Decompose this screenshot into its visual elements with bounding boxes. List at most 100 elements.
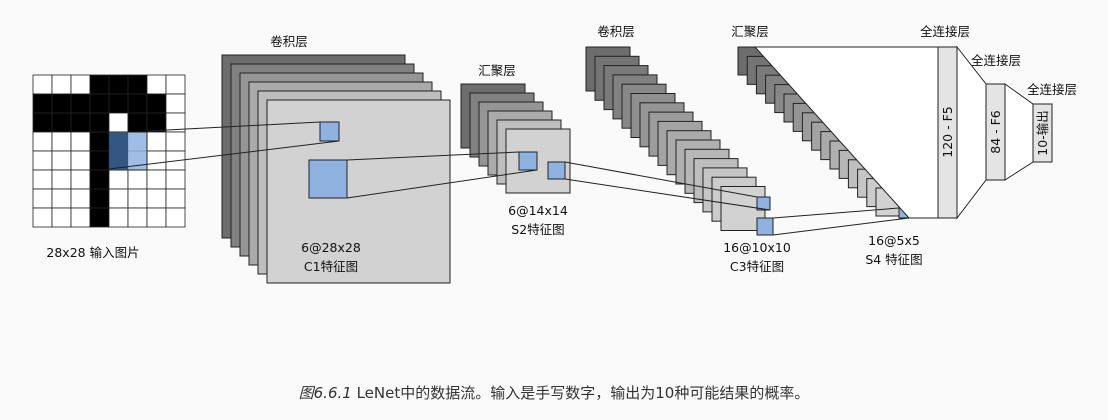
c1-name-label: C1特征图	[304, 259, 358, 274]
input-image-grid	[32, 74, 186, 228]
input-pixel-off	[70, 169, 91, 190]
input-pixel-on	[89, 93, 110, 114]
input-pixel-off	[32, 150, 53, 171]
input-pixel-off	[70, 74, 91, 95]
input-pixel-on	[32, 93, 53, 114]
input-pixel-on	[32, 112, 53, 133]
input-pixel-off	[70, 188, 91, 209]
input-pixel-on	[127, 112, 148, 133]
input-pixel-off	[32, 131, 53, 152]
input-pixel-on	[51, 93, 72, 114]
input-pixel-off	[51, 207, 72, 228]
input-pixel-off	[146, 169, 167, 190]
input-pixel-on	[108, 93, 129, 114]
input-pixel-off	[70, 207, 91, 228]
fc3-title: 全连接层	[1027, 82, 1077, 97]
input-pixel-on	[108, 74, 129, 95]
input-pixel-off	[70, 131, 91, 152]
fc-funnel-1	[753, 46, 939, 219]
input-pixel-off	[165, 169, 186, 190]
input-pixel-off	[108, 207, 129, 228]
input-pixel-on	[70, 112, 91, 133]
fc1-title: 全连接层	[920, 24, 970, 39]
input-pixel-off	[165, 131, 186, 152]
caption-text: LeNet中的数据流。输入是手写数字，输出为10种可能结果的概率。	[356, 384, 810, 402]
input-pixel-off	[165, 74, 186, 95]
input-pixel-off	[51, 188, 72, 209]
input-pixel-off	[146, 207, 167, 228]
input-pixel-on	[89, 188, 110, 209]
input-pixel-off	[51, 150, 72, 171]
pool2-title: 汇聚层	[731, 24, 769, 39]
f6-layer-box	[985, 83, 1006, 181]
s2-highlight-2	[547, 161, 566, 180]
input-pixel-on	[70, 93, 91, 114]
input-pixel-off	[70, 150, 91, 171]
s2-plate	[505, 128, 571, 194]
input-pixel-off	[146, 74, 167, 95]
input-pixel-on	[89, 112, 110, 133]
output-layer-box	[1032, 103, 1053, 163]
c1-pool-region	[308, 159, 348, 199]
s2-name-label: S2特征图	[511, 222, 564, 237]
c3-pool-region	[756, 217, 774, 236]
c1-plate	[266, 99, 451, 284]
s4-name-label: S4 特征图	[865, 252, 922, 267]
input-pixel-on	[89, 74, 110, 95]
input-pixel-off	[127, 169, 148, 190]
f5-layer-box	[937, 46, 958, 219]
input-label: 28x28 输入图片	[46, 245, 139, 260]
input-pixel-off	[51, 131, 72, 152]
input-pixel-off	[146, 188, 167, 209]
c1-dims-label: 6@28x28	[301, 240, 361, 255]
fc-funnel-2	[956, 45, 987, 220]
input-pixel-on	[146, 112, 167, 133]
c3-dims-label: 16@10x10	[723, 240, 791, 255]
input-pixel-off	[146, 131, 167, 152]
lenet-diagram: 120 - F5 84 - F6 10-输出 28x28 输入图片 卷积层 6@…	[32, 24, 1077, 284]
s2-kernel-highlight	[518, 151, 538, 171]
input-pixel-off	[32, 169, 53, 190]
input-pixel-on	[89, 169, 110, 190]
input-pixel-off	[32, 207, 53, 228]
input-pixel-off	[32, 74, 53, 95]
input-pixel-on	[127, 93, 148, 114]
c3-kernel-highlight	[756, 196, 771, 211]
input-pixel-off	[127, 188, 148, 209]
input-pixel-off	[32, 188, 53, 209]
input-pixel-off	[51, 74, 72, 95]
c1-feature-maps	[221, 54, 451, 284]
input-pixel-off	[108, 112, 129, 133]
input-pixel-on	[89, 150, 110, 171]
input-pixel-on	[89, 131, 110, 152]
output-label: 10-输出	[1035, 110, 1050, 155]
f5-label: 120 - F5	[940, 106, 955, 157]
s2-dims-label: 6@14x14	[508, 203, 568, 218]
input-pixel-off	[108, 188, 129, 209]
conv1-title: 卷积层	[270, 34, 308, 49]
f6-label: 84 - F6	[988, 110, 1003, 154]
fc-funnel-3	[1004, 83, 1034, 181]
caption-number: 图6.6.1	[298, 384, 352, 402]
input-kernel-dark	[109, 132, 128, 170]
connection-lines	[108, 121, 910, 236]
input-pixel-off	[165, 93, 186, 114]
input-pixel-off	[165, 188, 186, 209]
input-pixel-off	[165, 207, 186, 228]
pool1-title: 汇聚层	[478, 63, 516, 78]
c3-name-label: C3特征图	[730, 259, 784, 274]
input-pixel-on	[127, 74, 148, 95]
input-pixel-on	[51, 112, 72, 133]
input-pixel-off	[146, 150, 167, 171]
input-pixel-off	[51, 169, 72, 190]
input-pixel-off	[108, 169, 129, 190]
s4-dims-label: 16@5x5	[868, 233, 920, 248]
conv2-title: 卷积层	[597, 24, 635, 39]
fc2-title: 全连接层	[971, 53, 1021, 68]
figure-caption: 图6.6.1 LeNet中的数据流。输入是手写数字，输出为10种可能结果的概率。	[0, 382, 1108, 403]
input-pixel-off	[127, 207, 148, 228]
fc-layers: 120 - F5 84 - F6 10-输出	[753, 45, 1053, 220]
c1-kernel-highlight	[319, 121, 340, 142]
input-pixel-on	[89, 207, 110, 228]
input-pixel-on	[146, 93, 167, 114]
